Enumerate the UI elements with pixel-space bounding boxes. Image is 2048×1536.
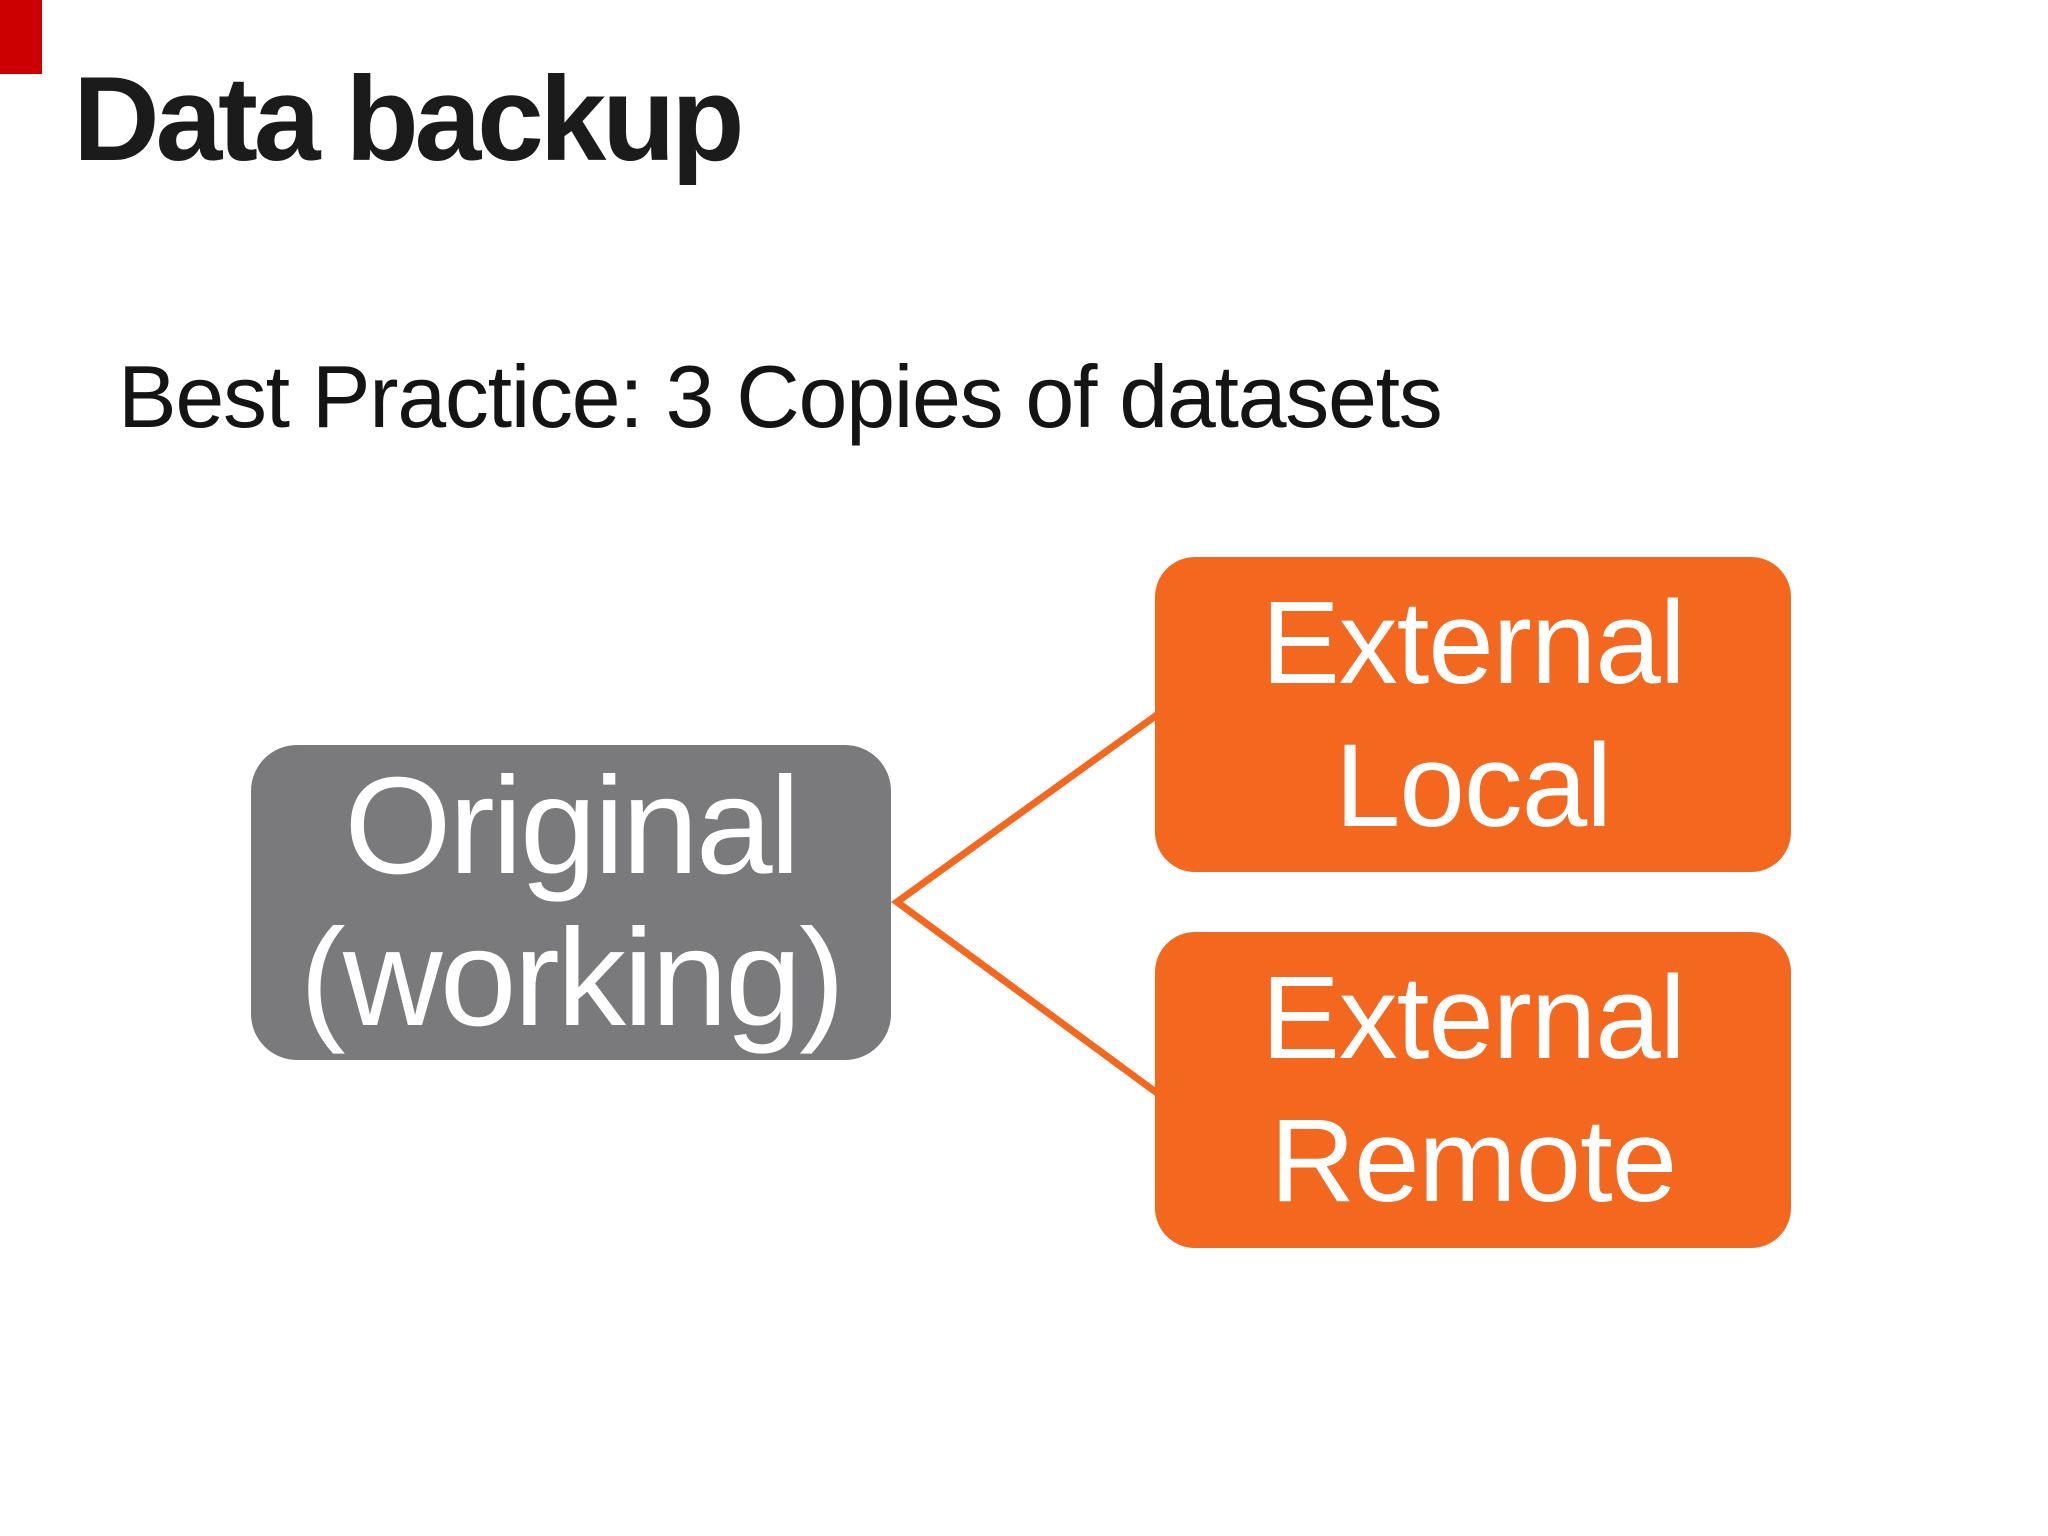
connector-path: [891, 701, 1175, 1107]
page-title: Data backup: [73, 52, 745, 186]
node-label-line: (working): [299, 900, 845, 1055]
node-label-line: Original: [344, 748, 800, 903]
diagram-node-external-local: External Local: [1155, 557, 1791, 872]
corner-red-accent-mark: [0, 0, 42, 74]
node-label-line: Remote: [1269, 1095, 1677, 1227]
node-label-line: External: [1261, 952, 1686, 1085]
node-label-line: Local: [1334, 719, 1612, 852]
node-label-line: External: [1261, 576, 1686, 709]
diagram-node-external-remote: External Remote: [1155, 932, 1791, 1248]
diagram-node-original-working: Original (working): [251, 745, 891, 1060]
subtitle: Best Practice: 3 Copies of datasets: [118, 347, 1443, 446]
